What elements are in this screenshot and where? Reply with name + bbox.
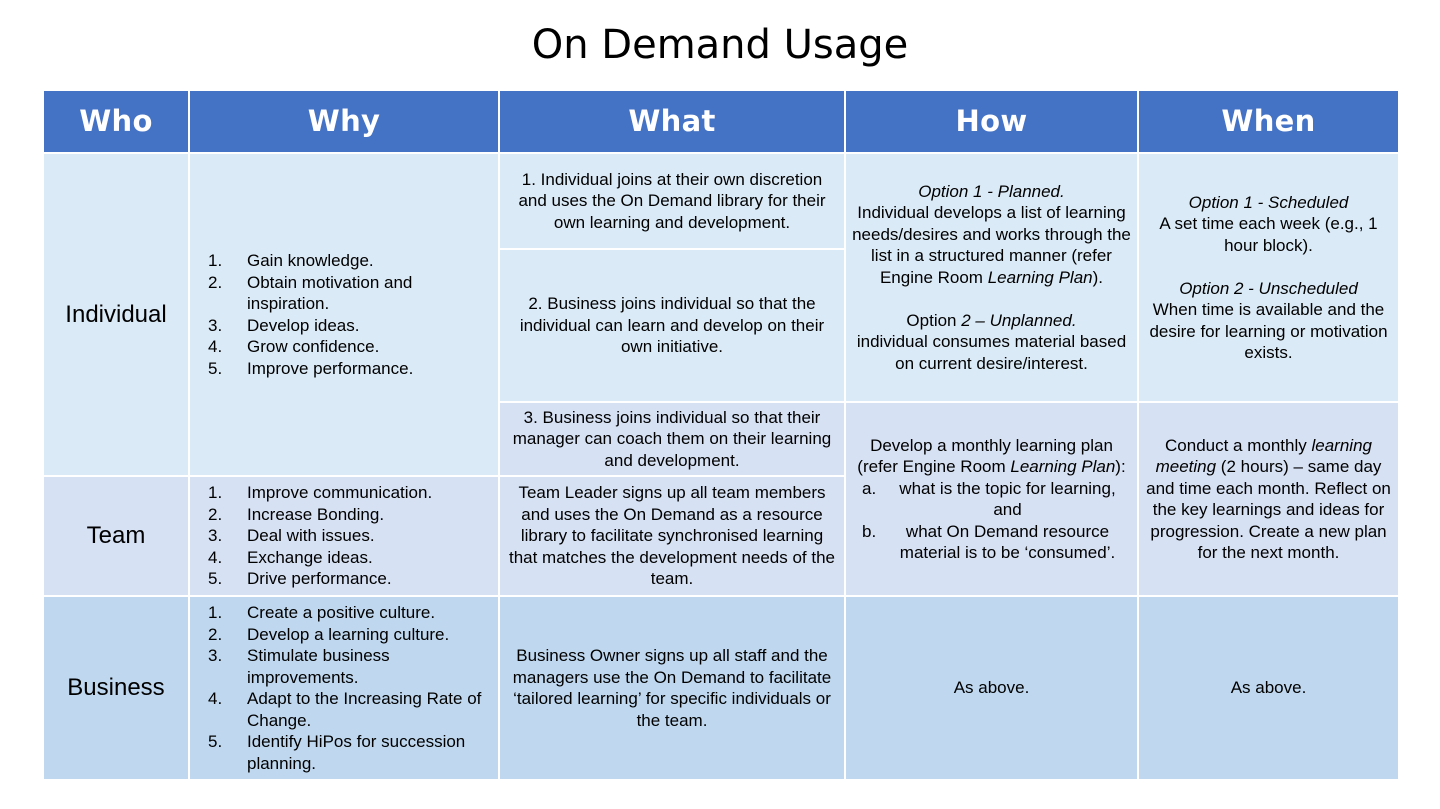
list-item: 4.Exchange ideas.: [208, 547, 373, 567]
page-title: On Demand Usage: [531, 22, 909, 68]
when-shared: Conduct a monthly learning meeting (2 ho…: [1137, 401, 1400, 597]
how-individual: Option 1 - Planned. Individual develops …: [844, 152, 1139, 403]
list-item: 5.Identify HiPos for succession planning…: [208, 732, 466, 773]
table-row: 3. Business joins individual so that the…: [43, 401, 1400, 597]
header-when: When: [1137, 89, 1400, 154]
who-team: Team: [42, 475, 190, 597]
header-row: Who Why What How When: [42, 89, 1400, 154]
when-business: As above.: [1137, 595, 1400, 781]
header-who: Who: [42, 89, 190, 154]
list-item: 2.Develop a learning culture.: [208, 624, 450, 644]
why-business: 1.Create a positive culture. 2.Develop a…: [188, 595, 500, 781]
list-item: 2.Increase Bonding.: [208, 504, 385, 524]
header-what: What: [498, 89, 846, 154]
who-individual: Individual: [42, 152, 190, 477]
what-business: Business Owner signs up all staff and th…: [498, 595, 846, 781]
list-item: 4.Grow confidence.: [208, 337, 380, 356]
list-item: 3.Develop ideas.: [208, 315, 360, 335]
list-item: 1.Improve communication.: [208, 483, 433, 503]
table-row: 2. Business joins individual so that the…: [43, 248, 1399, 403]
why-individual: 1.Gain knowledge. 2.Obtain motivation an…: [188, 152, 500, 477]
list-item: 1.Create a positive culture.: [208, 603, 436, 622]
header-how: How: [844, 89, 1139, 154]
usage-table: Who Why What How When Individual 1.Gain …: [42, 89, 1400, 781]
how-business: As above.: [844, 595, 1139, 781]
how-shared: Develop a monthly learning plan (refer E…: [844, 401, 1139, 597]
list-item: 2.Obtain motivation and inspiration.: [208, 272, 413, 314]
why-team: 1.Improve communication. 2.Increase Bond…: [188, 475, 500, 597]
list-item: 4.Adapt to the Increasing Rate of Change…: [208, 689, 482, 730]
header-why: Why: [188, 89, 500, 154]
list-item: 3.Deal with issues.: [208, 526, 375, 546]
list-item: 5.Drive performance.: [208, 569, 392, 589]
when-individual: Option 1 - Scheduled A set time each wee…: [1137, 152, 1400, 403]
list-item: 1.Gain knowledge.: [208, 251, 374, 270]
who-business: Business: [42, 595, 190, 781]
what-individual-1: 1. Individual joins at their own discret…: [498, 152, 846, 250]
list-item: 3.Stimulate business improvements.: [208, 646, 390, 687]
what-individual-3: 3. Business joins individual so that the…: [498, 401, 846, 477]
table-row: Business 1.Create a positive culture. 2.…: [42, 595, 1400, 781]
table-row: Individual 1.Gain knowledge. 2.Obtain mo…: [42, 152, 1400, 477]
list-item: 5.Improve performance.: [208, 358, 414, 378]
what-team: Team Leader signs up all team members an…: [498, 475, 846, 597]
what-individual-2: 2. Business joins individual so that the…: [498, 248, 846, 403]
table-row: Team 1.Improve communication. 2.Increase…: [42, 475, 1399, 597]
